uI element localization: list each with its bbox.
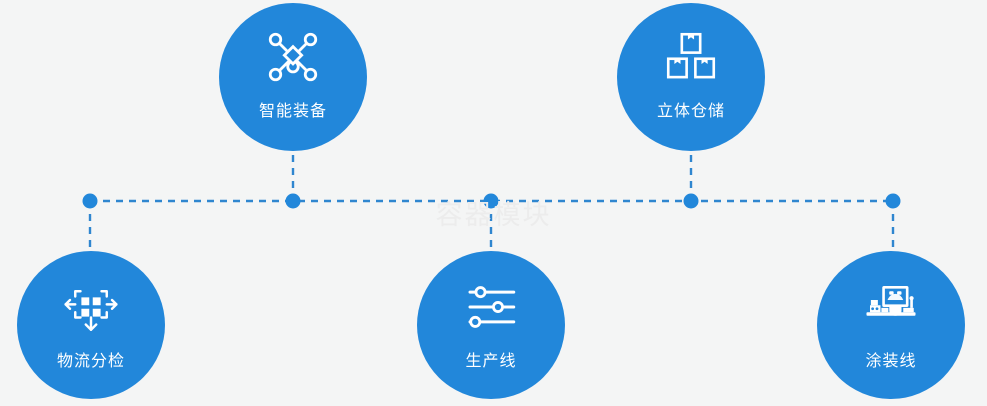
sorting-arrows-icon bbox=[64, 290, 118, 331]
node-label-warehouse: 立体仓储 bbox=[656, 101, 725, 120]
node-production-line[interactable]: 生产线 bbox=[417, 251, 565, 399]
junction-dot-smart-equipment[interactable] bbox=[285, 193, 301, 209]
node-label-smart-equipment: 智能装备 bbox=[258, 101, 327, 120]
node-painting-line[interactable]: 涂装线 bbox=[817, 251, 965, 399]
node-label-production-line: 生产线 bbox=[465, 351, 517, 370]
node-smart-equipment[interactable]: 智能装备 bbox=[219, 3, 367, 151]
node-logistics-sorting[interactable]: 物流分检 bbox=[17, 251, 165, 399]
junction-dot-logistics[interactable] bbox=[82, 193, 98, 209]
node-label-logistics-sorting: 物流分检 bbox=[56, 351, 125, 370]
junction-dot-painting-line[interactable] bbox=[885, 193, 901, 209]
node-label-painting-line: 涂装线 bbox=[865, 351, 917, 370]
paint-booth-icon bbox=[866, 286, 916, 316]
network-nodes-icon bbox=[268, 32, 318, 82]
sliders-icon bbox=[468, 286, 516, 328]
node-warehouse[interactable]: 立体仓储 bbox=[617, 3, 765, 151]
junction-dot-production-line[interactable] bbox=[483, 193, 499, 209]
junction-dot-warehouse[interactable] bbox=[683, 193, 699, 209]
stacked-boxes-icon bbox=[666, 32, 716, 79]
